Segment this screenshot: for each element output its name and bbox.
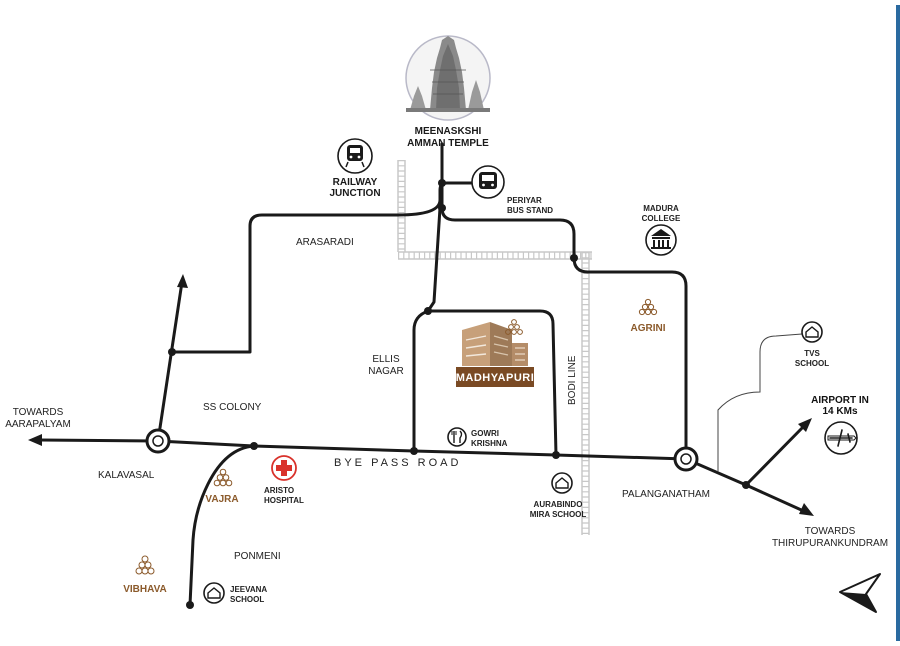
madhyapuri-road [426,309,558,457]
label-kalavasal: KALAVASAL [98,470,155,481]
tvs-school-road [717,333,803,472]
label-gowri-2: KRISHNA [471,439,508,448]
temple-icon [405,35,491,121]
label-aurabindo-2: MIRA SCHOOL [530,510,587,519]
label-temple-2: AMMAN TEMPLE [407,138,489,149]
label-madhyapuri: MADHYAPURI [456,372,535,384]
madhyapuri-badge [456,367,534,387]
label-palanganatham: PALANGANATHAM [622,489,710,500]
school-icon-jeevana [203,582,225,604]
label-towards-left-1: TOWARDS [13,407,64,418]
label-railway-2: JUNCTION [329,188,380,199]
arasaradi-road [170,181,474,354]
label-aristo-2: HOSPITAL [264,496,304,505]
label-ponmeni: PONMENI [234,551,281,562]
label-bodi-line: BODI LINE [567,355,578,405]
arrow-towards-aarapalyam [28,434,42,446]
label-tvs-2: SCHOOL [795,359,829,368]
madhyapuri-building-icon [462,322,528,366]
label-railway-1: RAILWAY [333,177,378,188]
railway-tracks [397,160,592,535]
arrow-north [177,274,188,288]
bye-pass-road [38,438,810,515]
label-vajra: VAJRA [205,494,238,505]
train-icon [337,138,373,174]
ellis-nagar-road [412,206,442,453]
label-agrini: AGRINI [631,323,666,334]
label-tvs-1: TVS [804,349,820,358]
compass-arrow-icon [839,573,881,613]
label-ss-colony: SS COLONY [203,402,262,413]
label-aristo-1: ARISTO [264,486,294,495]
side-edge-strip [896,5,900,641]
label-airport-1: AIRPORT IN [811,395,869,406]
roads [28,142,814,607]
arrow-towards-thirupurankundram [799,503,814,516]
temple-road [440,142,688,461]
restaurant-icon [447,427,467,447]
label-arasaradi: ARASARADI [296,237,354,248]
label-madura-1: MADURA [643,204,679,213]
junction-dots [168,179,750,609]
college-icon [645,224,677,256]
project-logo-icon-vibhava [135,555,155,575]
label-towards-right-1: TOWARDS [805,526,856,537]
label-temple-1: MEENASKSHI [415,126,482,137]
project-logo-icon-vajra [213,468,233,487]
label-ellis-1: ELLIS [372,354,400,365]
label-towards-left-2: AARAPALYAM [5,419,71,430]
label-jeevana-1: JEEVANA [230,585,267,594]
label-ellis-2: NAGAR [368,366,404,377]
school-icon-aurabindo [551,472,573,494]
airplane-icon [824,421,858,455]
roundabout-palanganatham [673,446,699,472]
bus-icon [471,165,505,199]
label-madura-2: COLLEGE [642,214,681,223]
school-icon-tvs [801,321,823,343]
airport-road [744,422,808,487]
kalavasal-north-road [156,280,184,443]
label-bye-pass-road: BYE PASS ROAD [334,457,461,469]
project-logo-icon-madhyapuri [505,319,523,335]
label-towards-right-2: THIRUPURANKUNDRAM [772,538,888,549]
label-airport-2: 14 KMs [822,406,857,417]
project-logo-icon-agrini [638,298,658,316]
ponmeni-road [188,444,256,607]
label-bus-1: PERIYAR [507,196,542,205]
label-gowri-1: GOWRI [471,429,499,438]
label-aurabindo-1: AURABINDO [534,500,583,509]
roundabout-kalavasal [145,428,171,454]
arrow-airport [798,418,812,432]
label-jeevana-2: SCHOOL [230,595,264,604]
label-bus-2: BUS STAND [507,206,553,215]
label-vibhava: VIBHAVA [123,584,167,595]
hospital-icon [271,455,297,481]
